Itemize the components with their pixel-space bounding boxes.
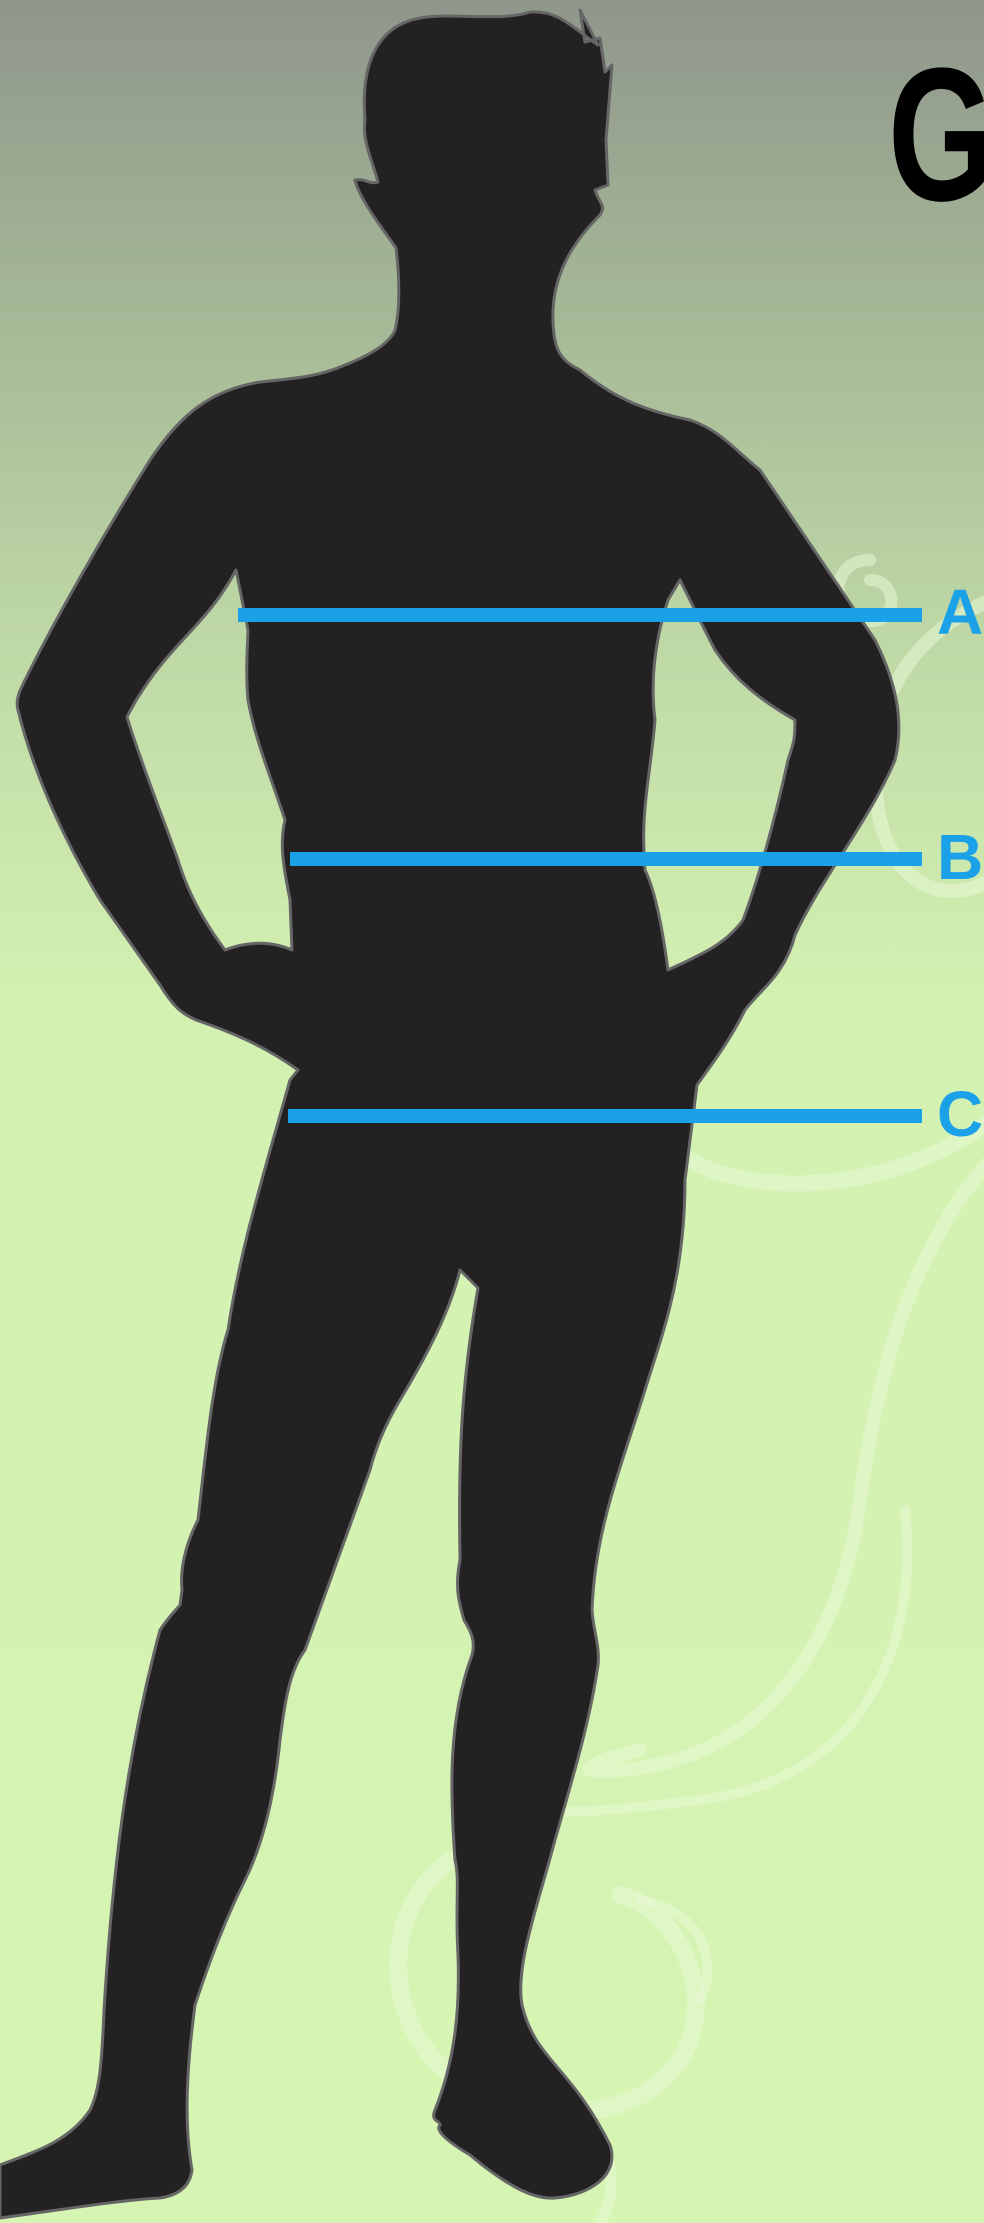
measure-label-c: C [937,1082,983,1146]
measure-label-a: A [937,580,983,644]
page-title: G [888,40,984,230]
measure-label-b: B [937,825,983,889]
